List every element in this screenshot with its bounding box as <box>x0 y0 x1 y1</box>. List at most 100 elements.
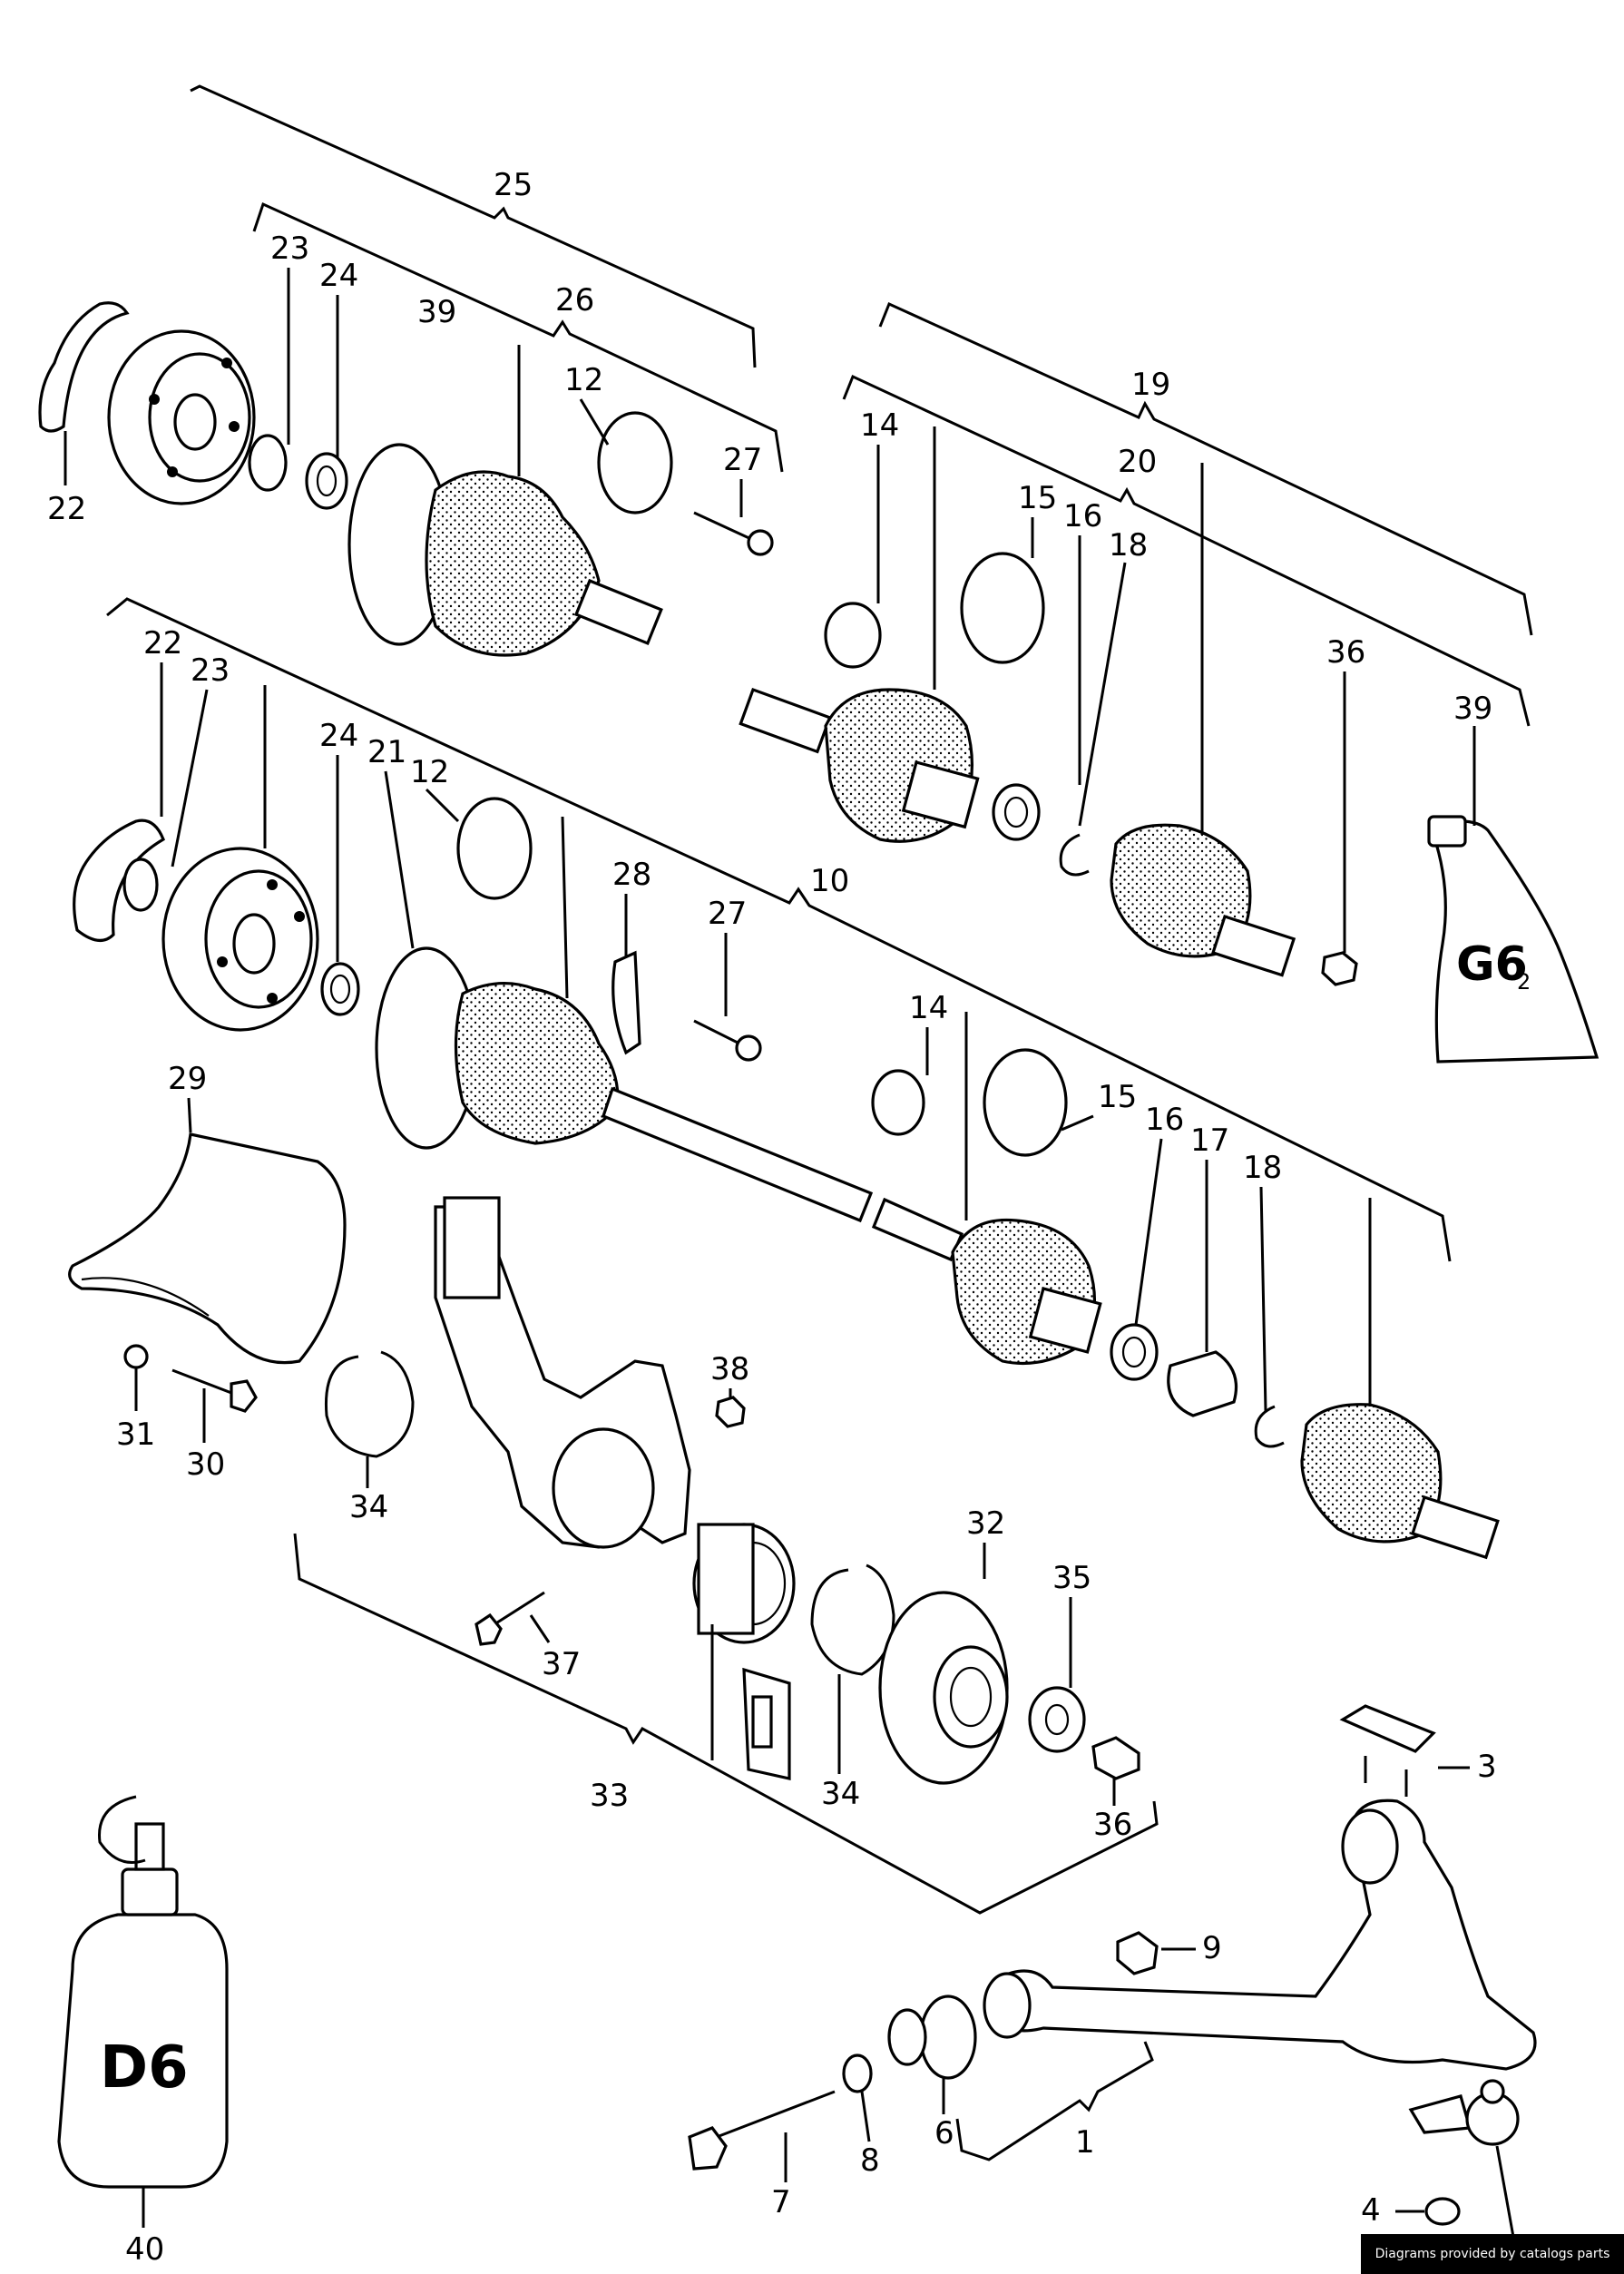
part-12-clamp <box>597 411 673 515</box>
part-34-circlip <box>324 1350 415 1458</box>
callout-16: 16 <box>1063 498 1102 534</box>
callout-32: 32 <box>966 1505 1005 1542</box>
callout-3: 3 <box>1477 1749 1497 1785</box>
part-8-washer <box>842 2053 873 2093</box>
assembly-10-group <box>73 597 1500 1560</box>
part-18-circlip <box>1059 833 1090 877</box>
callout-37: 37 <box>542 1646 581 1682</box>
callout-27: 27 <box>723 442 762 478</box>
callout-22-lower: 22 <box>143 625 182 662</box>
callout-26: 26 <box>555 282 594 319</box>
part-31-washer <box>123 1344 149 1369</box>
callout-15: 15 <box>1018 480 1057 516</box>
part-16-washer <box>992 783 1041 841</box>
callout-14: 14 <box>860 407 899 444</box>
callout-1: 1 <box>1075 2124 1095 2161</box>
part-36-nut-lower <box>1091 1736 1140 1780</box>
bracket-19 <box>878 301 1533 636</box>
part-6-bush <box>919 1995 977 2080</box>
callout-31: 31 <box>116 1416 155 1453</box>
part-9-nut <box>1116 1931 1159 1975</box>
bracket-1 <box>955 2041 1154 2161</box>
callout-23-lower: 23 <box>191 652 230 689</box>
grease-label: G6 <box>1456 937 1528 992</box>
part-3-bracket <box>1339 1704 1436 1753</box>
part-29-shield <box>68 1132 347 1365</box>
part-cv-joint-core <box>173 393 217 451</box>
callout-12-lower: 12 <box>410 754 449 790</box>
callout-16-lower: 16 <box>1145 1102 1184 1138</box>
part-39-boot <box>425 470 601 657</box>
part-34-circlip-b <box>810 1563 895 1676</box>
assembly-19-group <box>739 301 1533 986</box>
bracket-33 <box>293 1533 1159 1915</box>
callout-34: 34 <box>349 1489 388 1525</box>
diagram-credit-banner: Diagrams provided by catalogs parts <box>1361 2234 1624 2274</box>
callout-6: 6 <box>934 2115 954 2151</box>
callout-22: 22 <box>47 491 86 527</box>
callout-24: 24 <box>319 258 358 294</box>
part-23-circlip-lower <box>122 858 159 912</box>
callout-9: 9 <box>1202 1930 1222 1966</box>
callout-18: 18 <box>1109 527 1148 564</box>
callout-21: 21 <box>367 734 406 770</box>
bracket-25 <box>190 84 757 368</box>
bracket-26 <box>252 201 784 473</box>
callout-10: 10 <box>810 863 849 899</box>
callout-19: 19 <box>1131 367 1170 403</box>
assembly-25-group <box>38 84 784 657</box>
part-36-nut <box>1321 951 1358 986</box>
part-24-washer-lower <box>320 962 360 1016</box>
part-30-bolt-head <box>230 1379 258 1413</box>
bracket-20 <box>842 374 1531 727</box>
oil-label: D6 <box>100 2034 189 2102</box>
callout-39-grease: 39 <box>1453 691 1492 727</box>
part-17-sleeve <box>1167 1350 1238 1417</box>
part-23-circlip <box>248 434 288 492</box>
callout-24-lower: 24 <box>319 718 358 754</box>
bracket-10 <box>106 597 1452 1262</box>
callout-36-lower: 36 <box>1093 1807 1132 1843</box>
part-15-clamp-lower <box>983 1048 1068 1157</box>
callout-8: 8 <box>860 2142 880 2179</box>
grease-sub-label: 2 <box>1517 969 1531 995</box>
callout-34-b: 34 <box>821 1776 860 1812</box>
part-12-clamp-lower <box>456 797 533 900</box>
callout-17: 17 <box>1190 1122 1229 1159</box>
part-14-clamp <box>824 602 882 669</box>
part-control-arm <box>988 1799 1537 2071</box>
part-18-circlip-lower <box>1254 1405 1285 1448</box>
part-38-nut <box>715 1396 746 1428</box>
callout-23: 23 <box>270 230 309 267</box>
part-24-washer <box>305 452 348 510</box>
callout-33: 33 <box>590 1778 629 1814</box>
part-splined-stub <box>901 760 980 829</box>
callout-15-lower: 15 <box>1098 1079 1137 1115</box>
callout-39: 39 <box>417 294 456 330</box>
assembly-33-group <box>68 1132 1159 1915</box>
part-35-washer <box>1028 1686 1086 1753</box>
callout-30: 30 <box>186 1446 225 1483</box>
assembly-1-group <box>688 1704 1537 2226</box>
grease-tube: G6 2 <box>1427 815 1600 1063</box>
part-14-clamp-lower <box>871 1069 925 1136</box>
callout-12: 12 <box>564 362 603 398</box>
part-4-washer <box>1424 2197 1461 2226</box>
callout-38: 38 <box>710 1351 749 1387</box>
callout-28: 28 <box>612 857 651 893</box>
part-22-seal-ring <box>38 301 130 433</box>
callout-27-lower: 27 <box>708 896 747 932</box>
part-16-washer-lower <box>1110 1323 1159 1381</box>
callout-20: 20 <box>1118 444 1157 480</box>
callout-36: 36 <box>1326 634 1365 671</box>
callout-25: 25 <box>494 167 533 203</box>
callout-40: 40 <box>125 2231 164 2268</box>
part-drive-shaft <box>602 1086 874 1223</box>
callout-7: 7 <box>771 2184 791 2220</box>
callout-14-lower: 14 <box>909 990 948 1026</box>
oil-bottle: D6 <box>57 1795 229 2189</box>
part-shaft-stub <box>573 578 663 646</box>
part-7-bolt-head <box>688 2126 728 2171</box>
callout-35: 35 <box>1052 1560 1091 1596</box>
